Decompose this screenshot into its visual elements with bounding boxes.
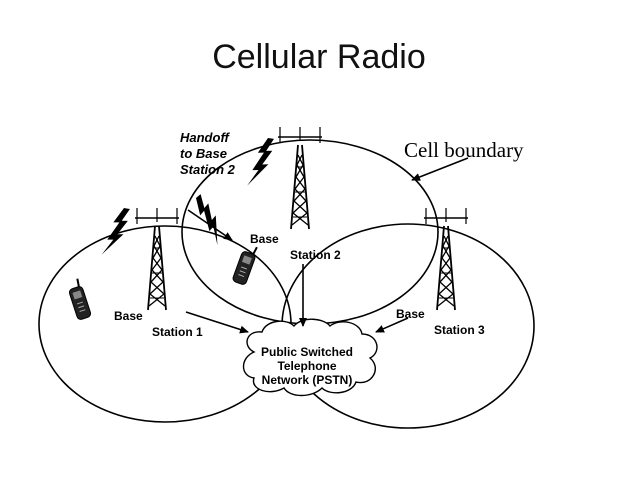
svg-text:Public Switched: Public Switched xyxy=(261,345,353,359)
svg-text:Telephone: Telephone xyxy=(277,359,336,373)
svg-text:Base: Base xyxy=(396,307,425,321)
arrow-station3-to-pstn xyxy=(375,317,409,333)
station-3-label: Base Station 3 xyxy=(396,307,485,337)
lightning-signal-icon xyxy=(101,205,130,259)
svg-text:Base: Base xyxy=(114,309,143,323)
svg-text:Station 2: Station 2 xyxy=(290,248,341,262)
svg-text:Handoff: Handoff xyxy=(180,130,231,145)
svg-text:to Base: to Base xyxy=(180,146,227,161)
arrow-station1-to-pstn xyxy=(185,311,249,334)
cloud-icon xyxy=(242,318,378,397)
svg-text:Station 1: Station 1 xyxy=(152,325,203,339)
station-2-label: Base Station 2 xyxy=(250,232,341,262)
svg-text:Network (PSTN): Network (PSTN) xyxy=(262,373,353,387)
arrow-cell-boundary xyxy=(411,157,469,181)
cell-tower-icon xyxy=(423,207,469,311)
mobile-phone-icon xyxy=(64,277,93,322)
pstn-label: Public Switched Telephone Network (PSTN) xyxy=(261,345,353,387)
svg-text:Station 2: Station 2 xyxy=(180,162,236,177)
station-1-label: Base Station 1 xyxy=(114,309,203,339)
handoff-label: Handoff to Base Station 2 xyxy=(180,130,236,177)
arrow-handoff xyxy=(187,209,233,241)
svg-text:Station 3: Station 3 xyxy=(434,323,485,337)
svg-text:Base: Base xyxy=(250,232,279,246)
slide-title: Cellular Radio xyxy=(212,38,426,76)
cell-boundary-label: Cell boundary xyxy=(404,138,524,162)
lightning-signal-icon xyxy=(247,136,274,189)
cell-tower-icon xyxy=(134,207,180,311)
